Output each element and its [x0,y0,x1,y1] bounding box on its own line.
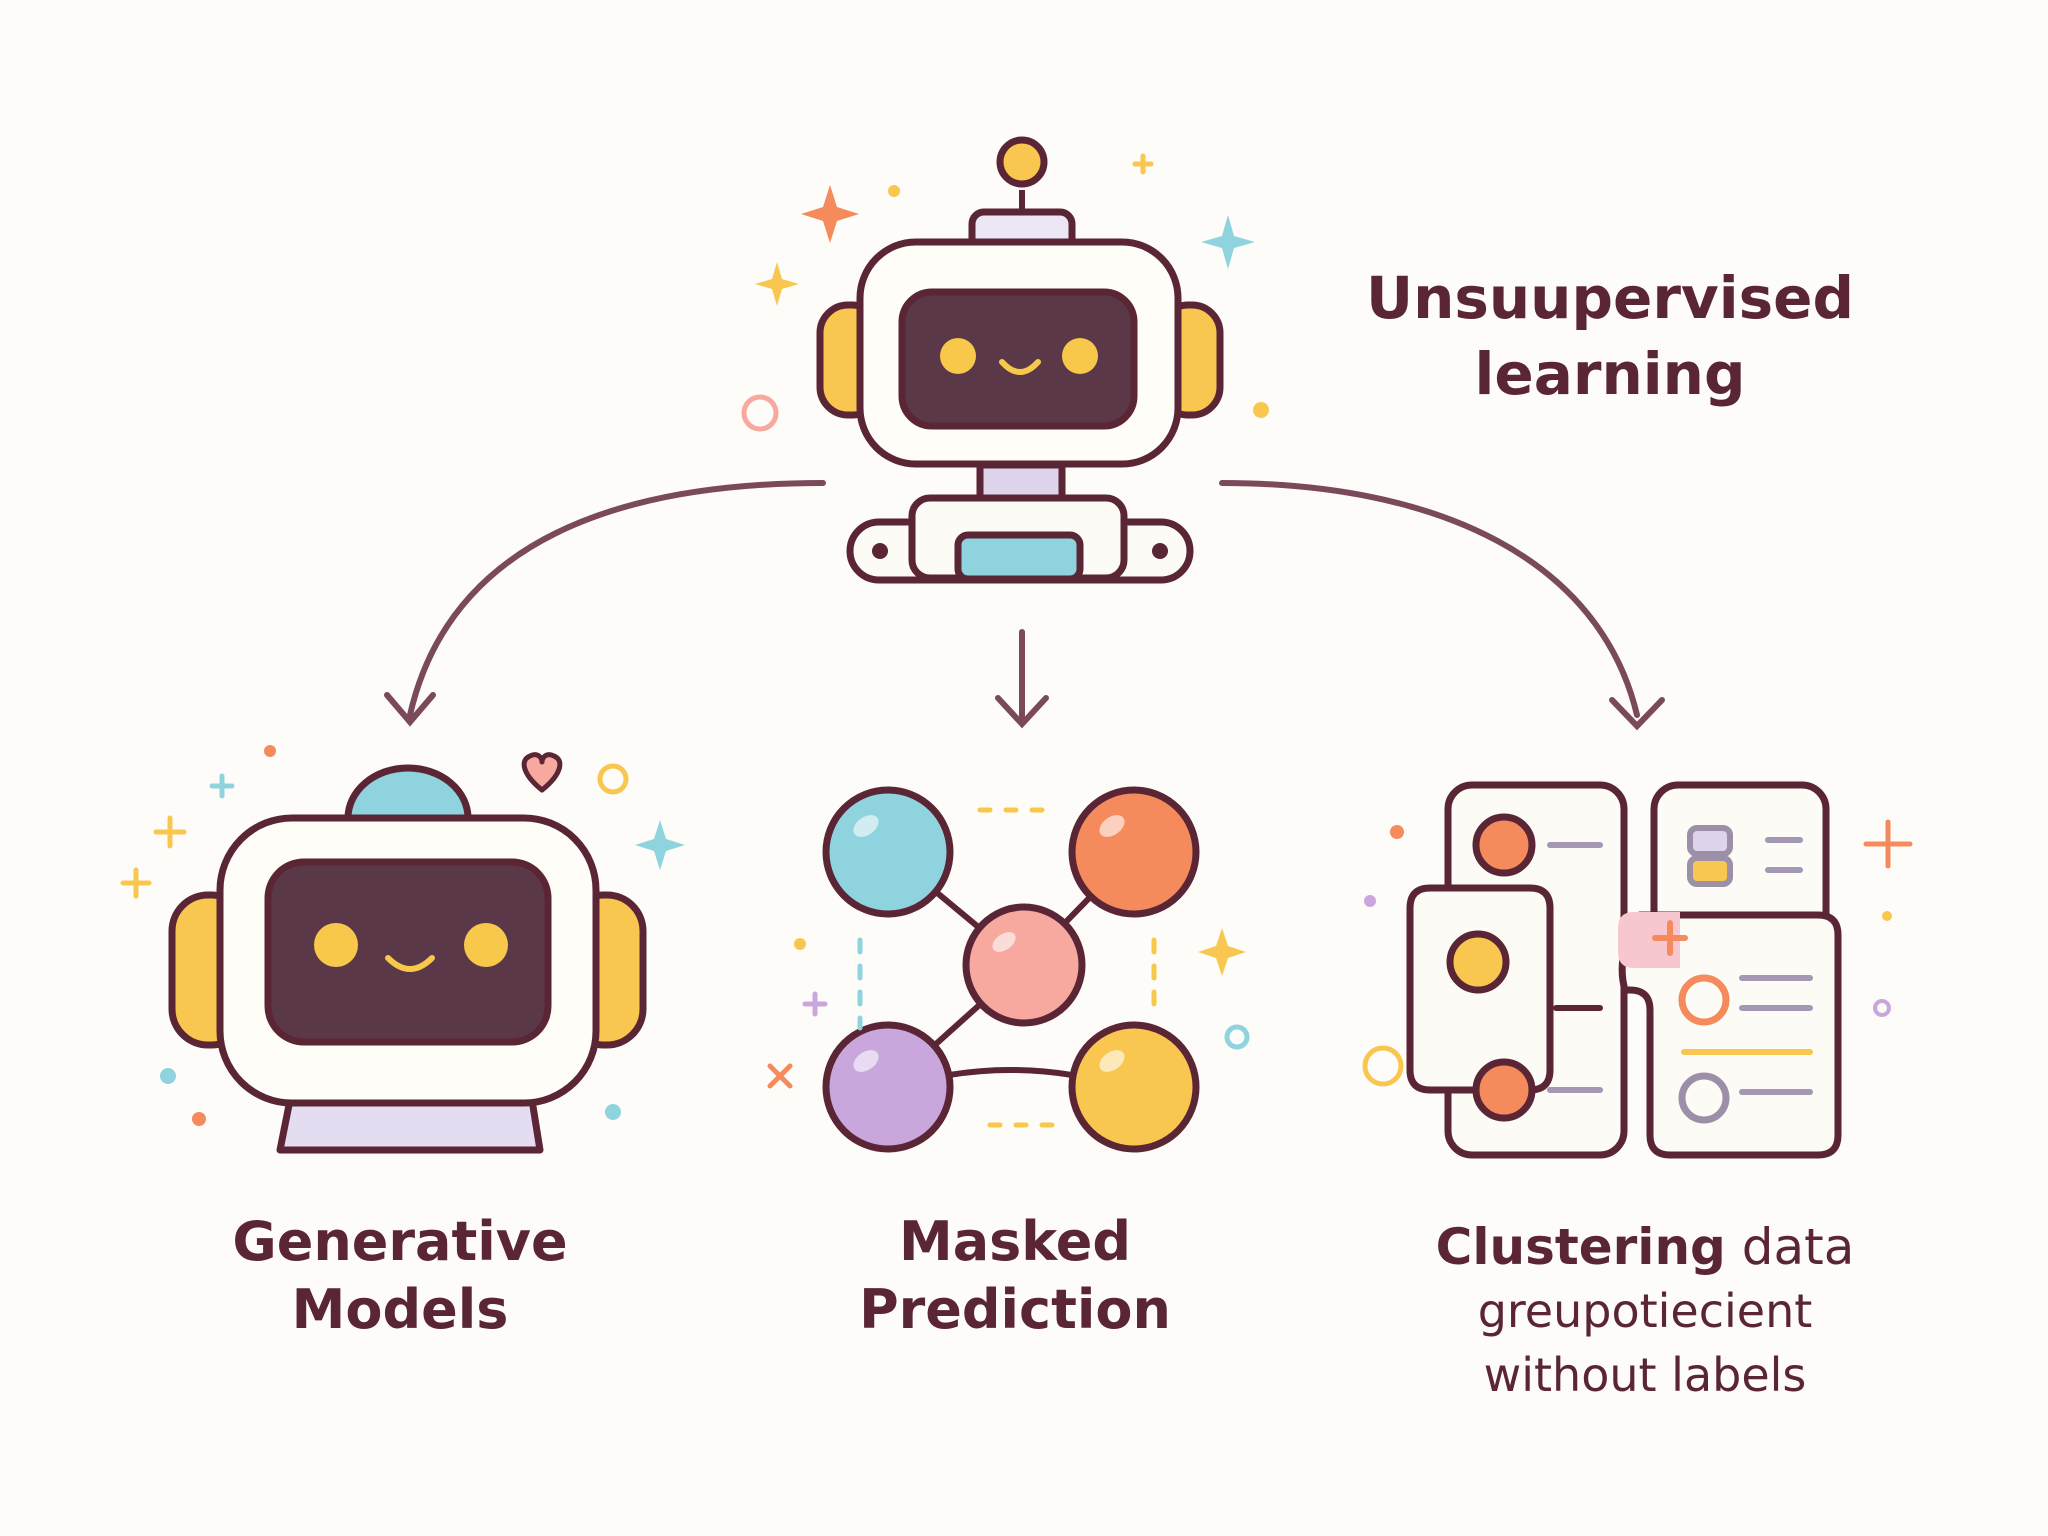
diagram-title: Unsuupervised learning [1340,260,1880,412]
clustering-label: Clustering data greupotiecient without l… [1380,1215,1910,1407]
masked-label-line-1: Masked [898,1210,1132,1273]
title-line-2: learning [1474,340,1746,408]
arrow-to-generative [384,480,826,727]
clustering-sub-line-2: without labels [1483,1348,1807,1402]
title-line-1: Unsuupervised [1365,264,1854,332]
masked-network-icon [822,786,1200,1153]
clustering-label-line-1: Clustering data [1380,1215,1910,1279]
dot-decor [160,185,1892,1126]
plus-decor [120,153,1913,1089]
arrow-to-clustering [1219,480,1665,731]
clustering-sub-line-1: greupotiecient [1477,1284,1813,1338]
clustering-bold-text: Clustering [1435,1218,1726,1276]
heart-icon [521,752,563,793]
generative-label-line-2: Models [291,1278,509,1341]
sparkle-icon [635,185,1255,976]
robot-icon [816,136,1224,584]
generative-models-label: Generative Models [160,1208,640,1344]
generative-robot-icon [168,764,647,1154]
clustering-rest-text: data [1725,1218,1855,1276]
masked-prediction-label: Masked Prediction [775,1208,1255,1344]
generative-label-line-1: Generative [232,1210,568,1273]
arrow-to-masked [995,629,1049,729]
masked-label-line-2: Prediction [859,1278,1171,1341]
clustering-cards-icon [1406,781,1842,1159]
